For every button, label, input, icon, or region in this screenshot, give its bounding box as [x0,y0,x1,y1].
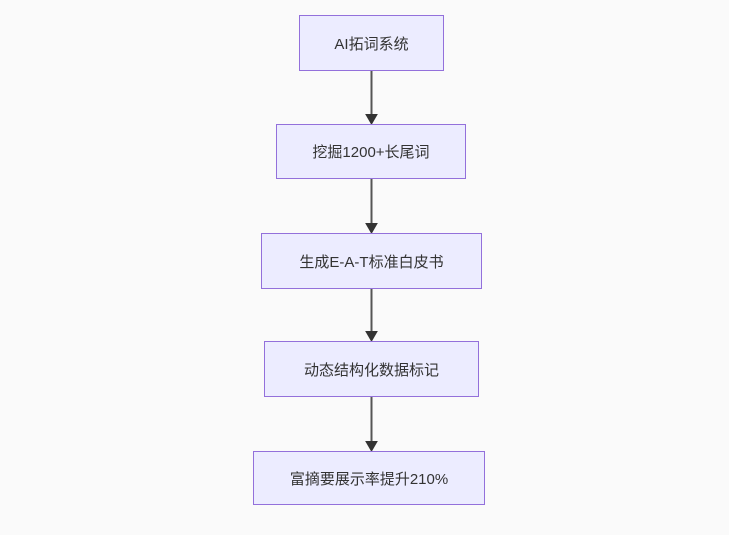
flow-node-label: 生成E-A-T标准白皮书 [299,253,444,271]
flow-node-4: 动态结构化数据标记 [264,341,479,397]
arrow-down-icon [365,397,378,452]
arrow-down-icon [365,289,378,342]
flow-node-label: AI拓词系统 [334,35,409,53]
flow-node-label: 动态结构化数据标记 [303,361,439,379]
flow-node-3: 生成E-A-T标准白皮书 [261,233,482,289]
flow-node-label: 挖掘1200+长尾词 [312,144,430,161]
arrow-down-icon [365,71,378,125]
flow-node-5: 富摘要展示率提升210% [253,451,485,505]
arrow-down-icon [365,179,378,234]
flow-node-1: AI拓词系统 [299,15,444,71]
flow-node-label: 富摘要展示率提升210% [289,470,449,488]
flow-node-2: 挖掘1200+长尾词 [276,124,466,179]
